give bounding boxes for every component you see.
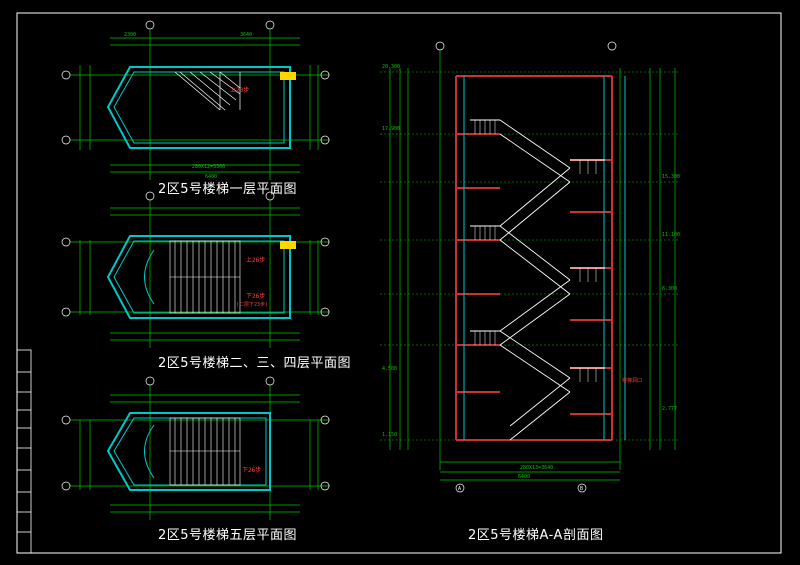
- section-level-top: 20.300: [382, 64, 400, 70]
- section-level-6: 2.777: [662, 406, 677, 412]
- plan-2f-down-note: (二层下23步): [236, 302, 268, 308]
- title-plan-1f: 2区5号楼梯一层平面图: [158, 182, 298, 197]
- section-dim-run: 280X13=3640: [520, 465, 553, 471]
- section-stair-opening: 楼梯洞口: [622, 377, 642, 384]
- plan-1f-up-label: 上23步: [230, 86, 249, 94]
- plan-2f-down-label: 下26步: [246, 292, 265, 300]
- plan-5f: 下26步: [61, 376, 330, 520]
- title-plan-2-4f: 2区5号楼梯二、三、四层平面图: [158, 356, 352, 371]
- title-plan-5f: 2区5号楼梯五层平面图: [158, 528, 298, 543]
- plan-5f-down-label: 下26步: [242, 466, 261, 474]
- section-level-4: 6.300: [662, 286, 677, 292]
- section-level-1: 17.900: [382, 126, 400, 132]
- section-level-2: 15.300: [662, 174, 680, 180]
- section-grid-b: B: [580, 486, 583, 492]
- plan-1f: 上23步 6400 280X12=3360 2300 3640: [61, 20, 330, 180]
- plan-2-4f: 上26步 下26步 (二层下23步): [61, 191, 330, 348]
- plan-1f-dim-total: 6400: [205, 174, 217, 180]
- plan-2f-up-label: 上26步: [246, 256, 265, 264]
- section-dim-total: 6400: [518, 474, 530, 480]
- title-block: [16, 349, 32, 554]
- section-grid-a: A: [458, 486, 461, 492]
- section-level-5: 4.500: [382, 366, 397, 372]
- plan-1f-dim-left: 2300: [124, 32, 136, 38]
- section-level-3: 11.100: [662, 232, 680, 238]
- title-section-aa: 2区5号楼梯A-A剖面图: [468, 528, 604, 543]
- sheet-border: [16, 12, 782, 554]
- plan-1f-dim-right: 3640: [240, 32, 252, 38]
- section-aa: 20.300 17.900 15.300 11.100 6.300 4.500 …: [380, 41, 680, 493]
- section-level-ground: 1.150: [382, 432, 397, 438]
- plan-1f-dim-run: 280X12=3360: [192, 164, 225, 170]
